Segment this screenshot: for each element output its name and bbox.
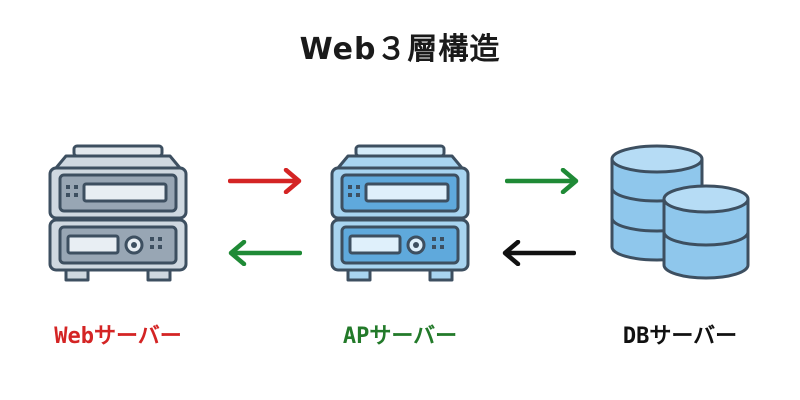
arrow-web-to-ap — [228, 168, 302, 194]
database-icon — [610, 144, 750, 280]
web-server-label: Webサーバー — [54, 324, 182, 349]
ap-server-icon — [330, 144, 470, 282]
web-server-icon — [48, 144, 188, 282]
arrow-ap-to-web — [228, 240, 302, 266]
arrow-db-to-ap — [502, 240, 576, 266]
diagram-title: Web３層構造 — [299, 32, 501, 67]
db-server-label: DBサーバー — [622, 324, 738, 349]
ap-server-label: APサーバー — [342, 324, 458, 349]
arrow-ap-to-db — [505, 168, 579, 194]
